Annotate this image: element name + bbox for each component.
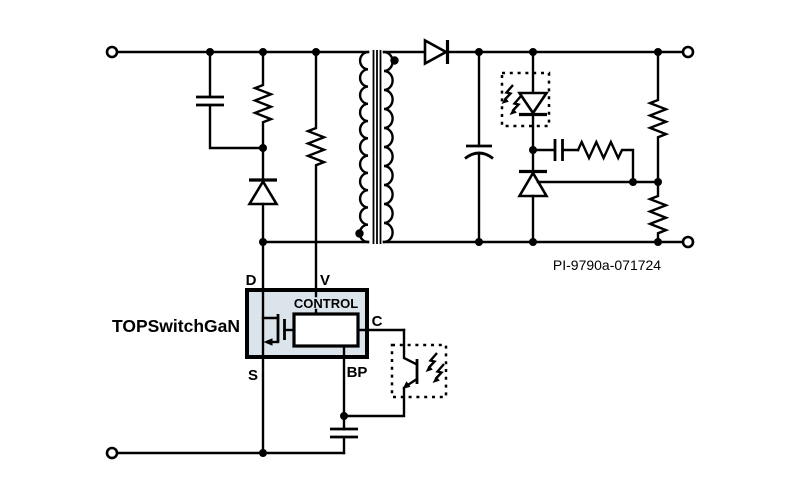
upper-divider-resistor [646, 50, 670, 184]
pin-label-drain: D [246, 272, 257, 289]
feedback-capacitor [531, 139, 580, 161]
pin-label-bypass: BP [347, 364, 368, 381]
light-emission-arrow [500, 83, 515, 106]
input-terminal-top [105, 45, 119, 59]
light-receive-arrow [424, 351, 439, 374]
flyback-transformer [355, 50, 399, 244]
bypass-capacitor [330, 414, 358, 455]
shunt-regulator [517, 148, 660, 244]
clamp-resistor [251, 50, 275, 150]
output-terminal-top [681, 45, 695, 59]
output-terminal-bottom [681, 235, 695, 249]
pin-label-source: S [248, 367, 258, 384]
primary-winding [358, 50, 370, 244]
topswitch-ic [245, 240, 406, 455]
part-number: PI-9790a-071724 [553, 257, 661, 273]
output-diode [423, 38, 450, 66]
pin-label-control: C [372, 313, 383, 330]
optocoupler-phototransistor [342, 328, 448, 418]
light-emission-arrow [508, 94, 523, 117]
input-terminal-bottom [105, 446, 119, 460]
junction-dots [206, 48, 662, 457]
secondary-winding [382, 50, 394, 244]
input-rails [105, 45, 370, 460]
secondary-phase-dot [390, 56, 399, 65]
ic-name-label: TOPSwitchGaN [112, 316, 240, 336]
pin-label-voltage: V [320, 272, 330, 289]
primary-phase-dot [355, 229, 364, 238]
clamp-capacitor [196, 50, 265, 150]
optocoupler-led [500, 50, 551, 152]
clamp-diode [247, 146, 279, 244]
control-box [292, 312, 360, 348]
control-label: CONTROL [294, 296, 358, 311]
feedback-resistor [576, 139, 635, 184]
output-rails [382, 45, 695, 249]
light-receive-arrow [431, 362, 446, 385]
internal-mosfet [261, 288, 296, 359]
output-capacitor [464, 50, 494, 244]
line-sense-resistor [304, 50, 328, 292]
lower-divider-resistor [646, 180, 670, 244]
